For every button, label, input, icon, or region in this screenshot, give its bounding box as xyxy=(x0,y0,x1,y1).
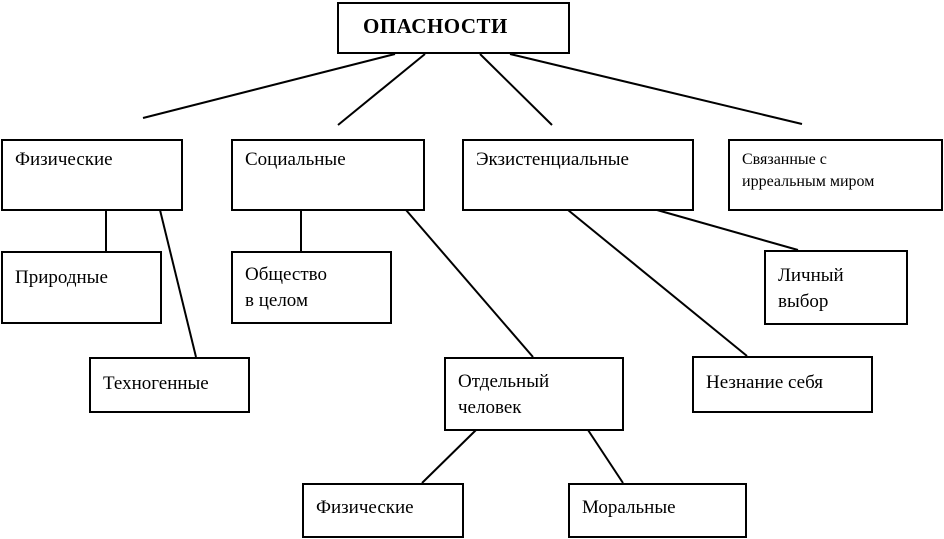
node-individual-line-2: человек xyxy=(458,397,522,418)
node-physical-label: Физические xyxy=(15,149,113,170)
root-label: ОПАСНОСТИ xyxy=(363,14,508,38)
node-society: Общество в целом xyxy=(231,251,392,324)
node-unreal-line-1: Связанные с xyxy=(742,151,827,168)
node-unreal-line-2: ирреальным миром xyxy=(742,173,875,190)
node-unreal-world: Связанные с ирреальным миром xyxy=(728,139,943,211)
node-existential: Экзистенциальные xyxy=(462,139,694,211)
node-self-ignorance-label: Незнание себя xyxy=(706,372,824,393)
node-natural: Природные xyxy=(1,251,162,324)
connector-root-existential xyxy=(479,53,553,126)
node-technogenic-label: Техногенные xyxy=(103,373,209,394)
node-personal-choice-line-2: выбор xyxy=(778,291,829,312)
root-node-dangers: ОПАСНОСТИ xyxy=(337,2,570,54)
connector-social-individual xyxy=(405,209,534,358)
connector-root-unreal xyxy=(509,53,803,125)
connector-individual-moral xyxy=(587,429,624,484)
node-natural-label: Природные xyxy=(15,267,108,288)
node-physical: Физические xyxy=(1,139,183,211)
node-social-label: Социальные xyxy=(245,149,346,170)
node-moral-label: Моральные xyxy=(582,497,676,518)
connector-physical-technogenic xyxy=(159,209,197,358)
connector-root-physical xyxy=(142,53,396,119)
node-individual-line-1: Отдельный xyxy=(458,371,550,392)
node-individual-physical: Физические xyxy=(302,483,464,538)
node-moral: Моральные xyxy=(568,483,747,538)
node-technogenic: Техногенные xyxy=(89,357,250,413)
connector-root-social xyxy=(337,53,426,126)
connector-individual-physical xyxy=(421,429,477,484)
node-personal-choice: Личный выбор xyxy=(764,250,908,325)
node-society-line-2: в целом xyxy=(245,290,308,311)
node-social: Социальные xyxy=(231,139,425,211)
connector-existential-self xyxy=(567,209,748,357)
node-personal-choice-line-1: Личный xyxy=(778,265,844,286)
node-self-ignorance: Незнание себя xyxy=(692,356,873,413)
node-existential-label: Экзистенциальные xyxy=(476,149,629,170)
node-individual-physical-label: Физические xyxy=(316,497,414,518)
connector-existential-choice xyxy=(656,209,799,251)
node-individual: Отдельный человек xyxy=(444,357,624,431)
node-society-line-1: Общество xyxy=(245,264,328,285)
